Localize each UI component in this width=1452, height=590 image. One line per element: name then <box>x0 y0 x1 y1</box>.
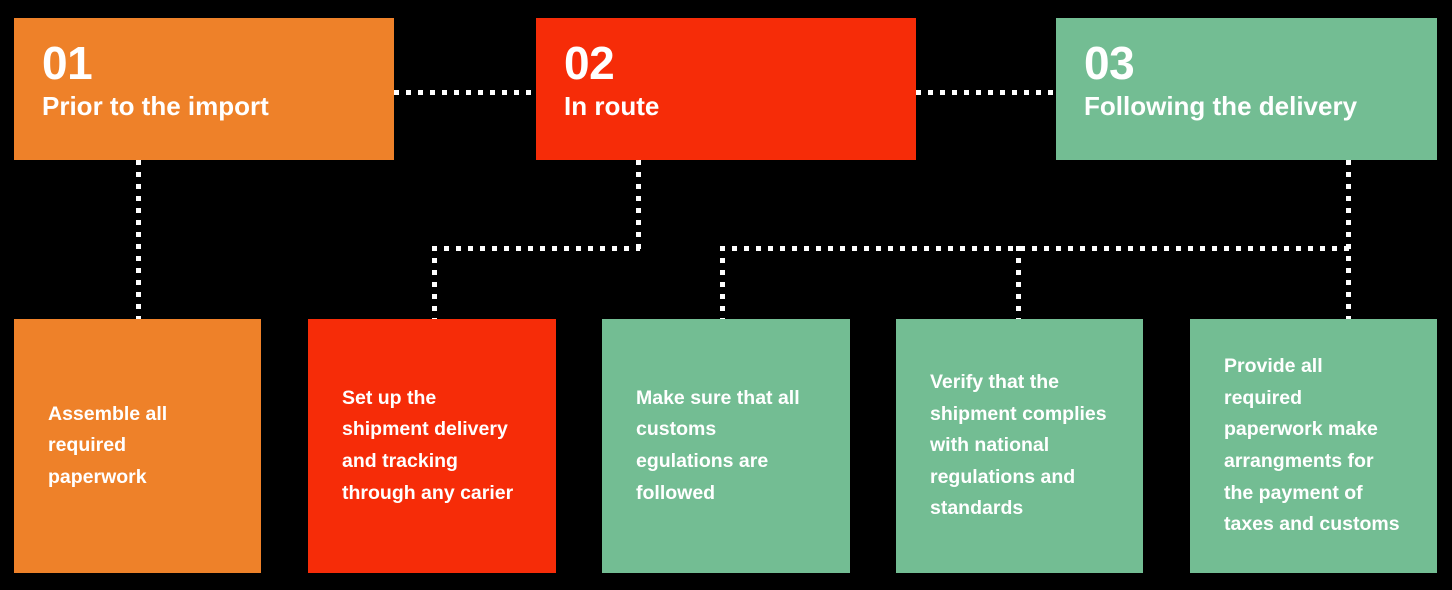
connector-phase01-to-phase02 <box>394 90 536 95</box>
task-text-2: Set up the shipment delivery and trackin… <box>342 386 514 504</box>
task-card-3[interactable]: Make sure that all customs egulations ar… <box>602 319 850 573</box>
connector-phase01-to-task1 <box>136 160 141 319</box>
connector-phase03-branch-rail <box>720 246 1352 251</box>
connector-phase03-to-task5 <box>1346 160 1351 319</box>
connector-branch-to-task4 <box>1016 246 1021 319</box>
phase-number-01: 01 <box>42 37 93 89</box>
connector-branch-to-task3 <box>720 246 725 319</box>
task-text-1: Assemble all required paperwork <box>48 402 168 488</box>
task-text-4: Verify that the shipment complies with n… <box>930 371 1107 520</box>
phase-card-02[interactable]: 02 In route <box>536 18 916 160</box>
phase-title-03: Following the delivery <box>1084 91 1358 121</box>
connector-phase02-dropline <box>636 160 641 250</box>
task-text-3: Make sure that all customs egulations ar… <box>636 386 800 504</box>
task-card-2[interactable]: Set up the shipment delivery and trackin… <box>308 319 556 573</box>
phase-title-01: Prior to the import <box>42 91 269 121</box>
task-card-1[interactable]: Assemble all required paperwork <box>14 319 261 573</box>
phase-card-03[interactable]: 03 Following the delivery <box>1056 18 1437 160</box>
task-card-5[interactable]: Provide all required paperwork make arra… <box>1190 319 1437 573</box>
connector-phase02-branch-rail <box>432 246 640 251</box>
phase-number-02: 02 <box>564 37 615 89</box>
phase-number-03: 03 <box>1084 37 1135 89</box>
connector-phase02-to-phase03 <box>916 90 1056 95</box>
phase-card-01[interactable]: 01 Prior to the import <box>14 18 394 160</box>
phase-title-02: In route <box>564 91 660 121</box>
task-card-4[interactable]: Verify that the shipment complies with n… <box>896 319 1143 573</box>
connector-branch-to-task2 <box>432 246 437 319</box>
task-text-5: Provide all required paperwork make arra… <box>1224 355 1400 536</box>
